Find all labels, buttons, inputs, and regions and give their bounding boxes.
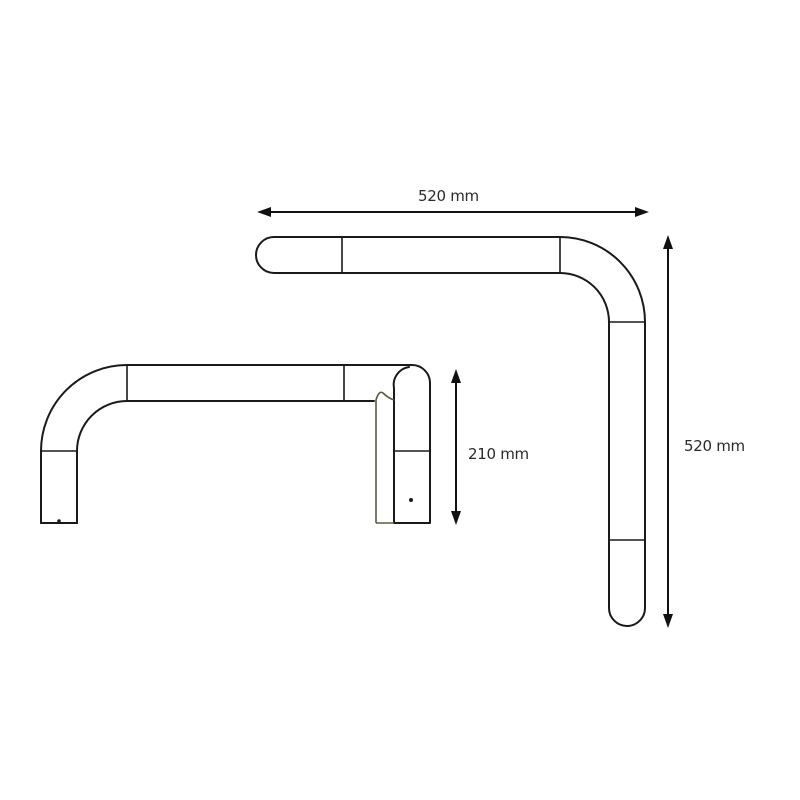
arrow-up-icon [451, 369, 461, 383]
left-screw-icon [57, 519, 61, 523]
dimension-label-top-width: 520 mm [418, 187, 479, 205]
mounting-bracket [375, 391, 395, 524]
side-view-inner [76, 400, 375, 524]
side-view-handle [40, 364, 431, 524]
arrow-down-icon [663, 614, 673, 628]
dimension-side-height [451, 369, 461, 525]
arrow-down-icon [451, 511, 461, 525]
dimension-label-side-height: 210 mm [468, 445, 529, 463]
arrow-left-icon [257, 207, 271, 217]
arrow-up-icon [663, 235, 673, 249]
dimension-top-width [257, 207, 649, 217]
right-screw-icon [409, 498, 413, 502]
dimension-label-top-depth: 520 mm [684, 437, 745, 455]
top-view-handle [255, 236, 646, 627]
top-view-outline [255, 236, 646, 627]
arrow-right-icon [635, 207, 649, 217]
dimension-top-depth [663, 235, 673, 628]
side-view-outline [40, 364, 431, 524]
